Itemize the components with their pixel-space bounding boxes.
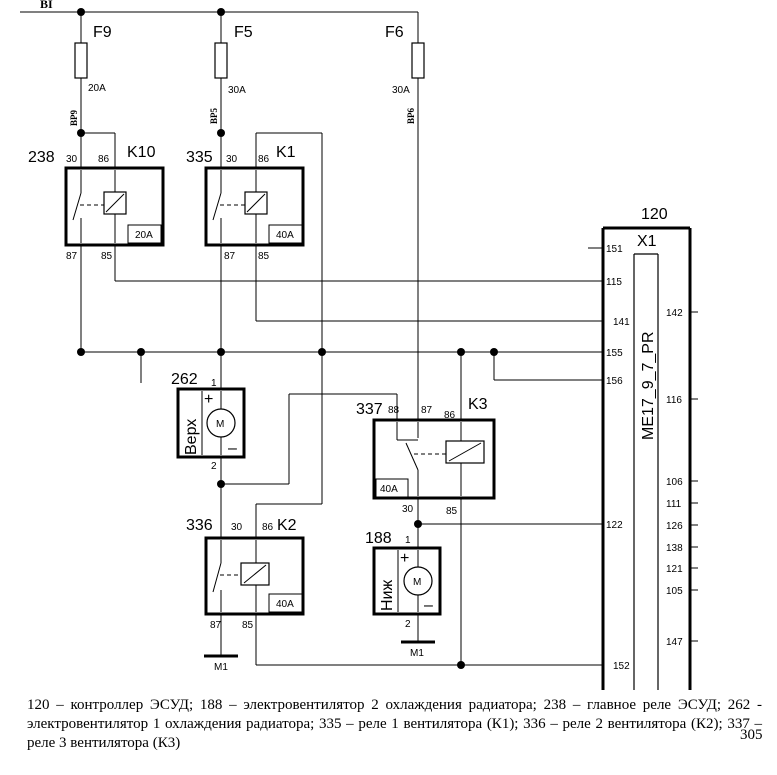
ground-k2: M1 [204, 654, 238, 673]
motor-188-ref: 188 [365, 530, 392, 547]
motor-262-symbol: M [216, 419, 224, 430]
relay-k3-pin-30: 30 [402, 504, 414, 515]
fuse-f9-connector: BP9 [69, 109, 79, 126]
relay-k2-rating: 40A [276, 599, 294, 610]
controller-pin: 152 [613, 661, 630, 672]
relay-k2-pin-85: 85 [242, 620, 254, 631]
controller-pin: 116 [666, 395, 682, 406]
relay-k3-pin-88: 88 [388, 405, 400, 416]
relay-k2-pin-87: 87 [210, 620, 222, 631]
relay-k2: 336 K2 30 86 87 85 40A [186, 517, 305, 631]
controller-connector: X1 [637, 233, 657, 250]
controller-pin: 138 [666, 543, 683, 554]
fuse-f5-connector: BP5 [209, 107, 219, 124]
controller-pin: 111 [666, 499, 682, 510]
relay-k1: 335 K1 30 86 87 85 40A [186, 144, 305, 262]
relay-k10-pin-86: 86 [98, 154, 110, 165]
controller-pin: 141 [613, 317, 630, 328]
relay-k1-pin-30: 30 [226, 154, 238, 165]
page-number: 305 [740, 727, 763, 743]
relay-k3-name: K3 [468, 396, 488, 413]
motor-188-plus: + [400, 550, 409, 567]
relay-k2-ref: 336 [186, 517, 213, 534]
motor-188-pin-2: 2 [405, 619, 411, 630]
controller-pin: 155 [606, 348, 623, 359]
motor-188-symbol: M [413, 577, 421, 588]
relay-k1-pin-87: 87 [224, 251, 236, 262]
controller-pin: 156 [606, 376, 623, 387]
motor-262-ref: 262 [171, 371, 198, 388]
fuse-f9-id: F9 [93, 24, 112, 41]
controller-pin: 126 [666, 521, 683, 532]
fuse-f6: F6 30A BP6 [385, 24, 425, 124]
controller-pin: 115 [606, 277, 622, 288]
relay-k3-pin-86: 86 [444, 410, 456, 421]
relay-k10-pin-87: 87 [66, 251, 78, 262]
fuse-f9: F9 20A BP9 [69, 24, 112, 126]
relay-k1-ref: 335 [186, 149, 213, 166]
rail-label: BI [40, 0, 53, 11]
motor-188-speed: Ниж [379, 580, 396, 611]
relay-k2-name: K2 [277, 517, 297, 534]
controller-120: 120 X1 ME17_9_7_PR 151 115 141 155 156 1… [601, 206, 698, 690]
fuse-f5-rating: 30A [228, 85, 246, 96]
controller-pin: 106 [666, 477, 683, 488]
controller-model: ME17_9_7_PR [640, 331, 657, 440]
relay-k2-pin-30: 30 [231, 522, 243, 533]
controller-pin: 147 [666, 637, 683, 648]
motor-262: M + – Верх 262 1 2 [171, 371, 246, 472]
ground-188: M1 [401, 640, 435, 659]
ground-188-label: M1 [410, 648, 424, 659]
ground-k2-label: M1 [214, 662, 228, 673]
fuse-f6-rating: 30A [392, 85, 410, 96]
relay-k3-rating: 40A [380, 484, 398, 495]
fuse-f6-connector: BP6 [406, 107, 416, 124]
relay-k1-rating: 40A [276, 230, 294, 241]
controller-pin: 151 [606, 244, 623, 255]
figure-caption: 120 – контроллер ЭСУД; 188 – электровент… [27, 697, 762, 751]
relay-k10-pin-85: 85 [101, 251, 113, 262]
relay-k10-rating: 20A [135, 230, 153, 241]
relay-k3-pin-85: 85 [446, 506, 458, 517]
fuse-f9-rating: 20A [88, 83, 106, 94]
motor-262-pin-2: 2 [211, 461, 217, 472]
motor-262-minus: – [228, 440, 237, 457]
relay-k1-pin-85: 85 [258, 251, 270, 262]
relay-k10: 238 K10 30 86 87 85 20A [28, 144, 165, 262]
motor-262-pin-1: 1 [211, 378, 217, 389]
motor-262-plus: + [204, 391, 213, 408]
motor-188-pin-1: 1 [405, 535, 411, 546]
relay-k1-pin-86: 86 [258, 154, 270, 165]
controller-ref: 120 [641, 206, 668, 223]
relay-k10-name: K10 [127, 144, 156, 161]
relay-k1-name: K1 [276, 144, 296, 161]
fuse-f6-id: F6 [385, 24, 404, 41]
relay-k3: 337 K3 88 87 86 30 85 40A [356, 396, 496, 517]
fuse-f5: F5 30A BP5 [209, 24, 253, 124]
controller-pin: 122 [606, 520, 623, 531]
relay-k3-ref: 337 [356, 401, 383, 418]
motor-188: M + – Ниж 188 1 2 [365, 530, 442, 630]
motor-188-minus: – [424, 597, 433, 614]
relay-k2-pin-86: 86 [262, 522, 274, 533]
relay-k10-ref: 238 [28, 149, 55, 166]
controller-pin: 105 [666, 586, 683, 597]
relay-k3-pin-87: 87 [421, 405, 433, 416]
junction-dots [77, 8, 498, 669]
relay-k10-pin-30: 30 [66, 154, 78, 165]
wiring-diagram: BI F9 20A BP9 F5 30A BP5 F6 30A BP6 238 … [20, 0, 698, 690]
controller-pin: 121 [666, 564, 683, 575]
controller-pin: 142 [666, 308, 683, 319]
fuse-f5-id: F5 [234, 24, 253, 41]
motor-262-speed: Верх [183, 419, 200, 455]
